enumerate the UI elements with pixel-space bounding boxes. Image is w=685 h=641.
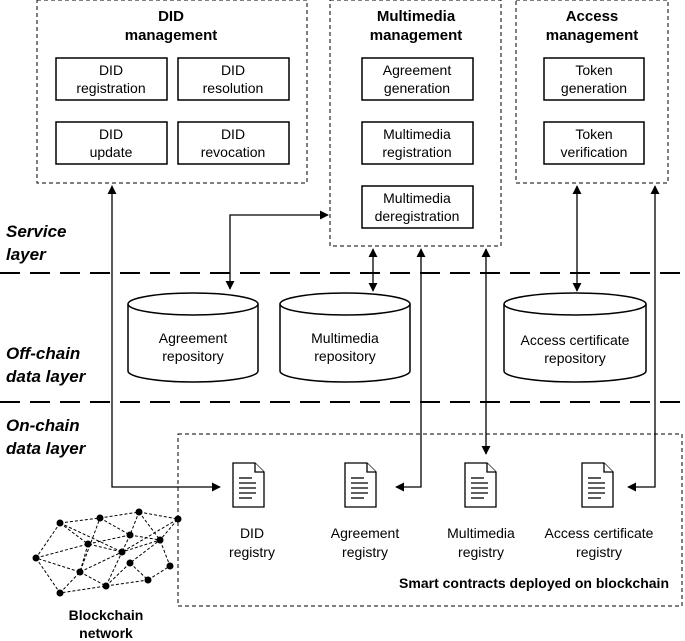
blockchain-network-label-1: Blockchain bbox=[69, 607, 144, 623]
token-verification-label-1: Token bbox=[575, 126, 612, 142]
multimedia-registry-label-1: Multimedia bbox=[447, 525, 515, 541]
offchain-layer-label-2: data layer bbox=[6, 367, 87, 386]
multimedia-repository: Multimedia repository bbox=[279, 292, 411, 383]
did-resolution-label-2: resolution bbox=[203, 80, 264, 96]
token-generation-label-1: Token bbox=[575, 62, 612, 78]
offchain-layer-label-1: Off-chain bbox=[6, 344, 80, 363]
did-revocation-box: DID revocation bbox=[177, 121, 290, 165]
token-verification-label-2: verification bbox=[561, 144, 628, 160]
agreement-registry-connector bbox=[395, 248, 426, 492]
did-registry-label-1: DID bbox=[240, 525, 264, 541]
multimedia-registry-label-2: registry bbox=[458, 544, 504, 560]
token-generation-box: Token generation bbox=[543, 57, 645, 101]
multimedia-deregistration-label-2: deregistration bbox=[375, 208, 460, 224]
blockchain-network-label-2: network bbox=[79, 625, 133, 641]
smart-contracts-label: Smart contracts deployed on blockchain bbox=[399, 575, 669, 591]
multimedia-management-title-2: management bbox=[370, 27, 463, 44]
multimedia-management-group: Multimedia management Agreement generati… bbox=[329, 0, 502, 247]
service-layer-label-1: Service bbox=[6, 222, 67, 241]
multimedia-repository-label-1: Multimedia bbox=[311, 330, 379, 346]
access-certificate-repository: Access certificate repository bbox=[503, 292, 647, 383]
access-management-title-1: Access bbox=[566, 8, 619, 25]
did-registry-connector bbox=[107, 185, 221, 492]
agreement-generation-label-2: generation bbox=[384, 80, 450, 96]
multimedia-management-title-1: Multimedia bbox=[377, 8, 456, 25]
smart-contracts-group bbox=[177, 433, 683, 607]
did-management-title-1: DID bbox=[158, 8, 184, 25]
agreement-repository-label-1: Agreement bbox=[159, 330, 228, 346]
agreement-registry-doc-icon bbox=[344, 462, 377, 508]
access-certificate-registry-label-2: registry bbox=[576, 544, 622, 560]
multimedia-registration-label-2: registration bbox=[382, 144, 451, 160]
token-generation-label-2: generation bbox=[561, 80, 627, 96]
token-verification-box: Token verification bbox=[543, 121, 645, 165]
agreement-generation-box: Agreement generation bbox=[361, 57, 474, 101]
did-update-box: DID update bbox=[55, 121, 168, 165]
agreement-repository-connector bbox=[225, 210, 329, 290]
did-management-title-2: management bbox=[125, 27, 218, 44]
onchain-layer-label-2: data layer bbox=[6, 439, 87, 458]
agreement-registry-label-1: Agreement bbox=[331, 525, 400, 541]
access-management-group: Access management Token generation Token… bbox=[515, 0, 669, 184]
did-registration-box: DID registration bbox=[55, 57, 168, 101]
multimedia-registry-doc-icon bbox=[464, 462, 497, 508]
did-update-label-1: DID bbox=[99, 126, 123, 142]
blockchain-network-icon bbox=[32, 508, 182, 597]
access-management-title-2: management bbox=[546, 27, 639, 44]
multimedia-repository-label-2: repository bbox=[314, 348, 375, 364]
access-certificate-registry-label-1: Access certificate bbox=[545, 525, 654, 541]
did-registration-label-2: registration bbox=[76, 80, 145, 96]
agreement-registry-label-2: registry bbox=[342, 544, 388, 560]
access-certificate-registry-connector bbox=[627, 185, 660, 492]
onchain-layer-label-1: On-chain bbox=[6, 416, 80, 435]
did-management-group: DID management DID registration DID reso… bbox=[36, 0, 308, 184]
did-resolution-label-1: DID bbox=[221, 62, 245, 78]
did-registry-doc-icon bbox=[232, 462, 265, 508]
did-update-label-2: update bbox=[90, 144, 133, 160]
did-registration-label-1: DID bbox=[99, 62, 123, 78]
did-revocation-label-1: DID bbox=[221, 126, 245, 142]
agreement-repository-label-2: repository bbox=[162, 348, 223, 364]
did-revocation-label-2: revocation bbox=[201, 144, 266, 160]
multimedia-deregistration-label-1: Multimedia bbox=[383, 190, 451, 206]
multimedia-deregistration-box: Multimedia deregistration bbox=[361, 185, 474, 229]
multimedia-registration-box: Multimedia registration bbox=[361, 121, 474, 165]
did-registry-label-2: registry bbox=[229, 544, 275, 560]
access-certificate-registry-doc-icon bbox=[581, 462, 614, 508]
agreement-generation-label-1: Agreement bbox=[383, 62, 452, 78]
access-certificate-repository-label-1: Access certificate bbox=[521, 332, 630, 348]
multimedia-registration-label-1: Multimedia bbox=[383, 126, 451, 142]
service-layer-label-2: layer bbox=[6, 245, 47, 264]
did-resolution-box: DID resolution bbox=[177, 57, 290, 101]
access-certificate-repository-label-2: repository bbox=[544, 350, 605, 366]
agreement-repository: Agreement repository bbox=[127, 292, 259, 383]
